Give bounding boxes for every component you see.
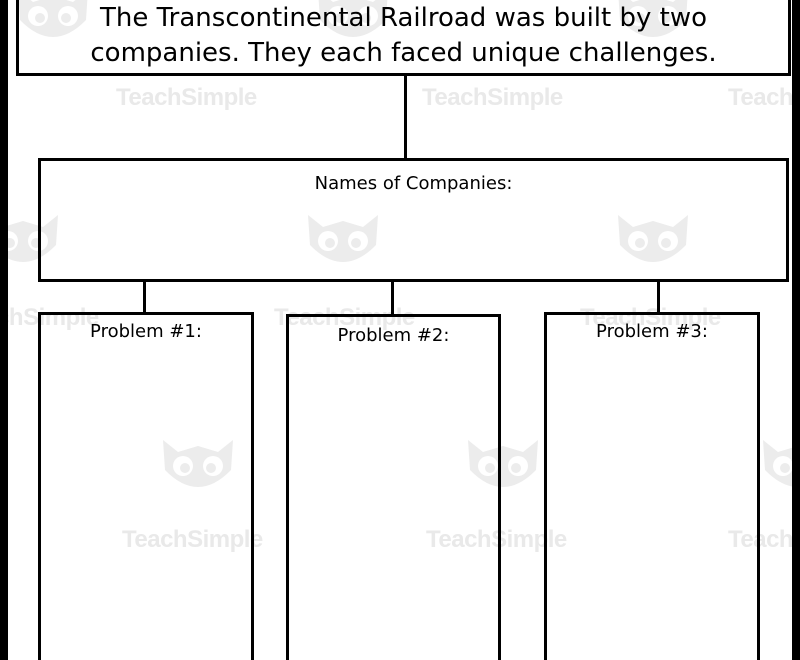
names-of-companies-label: Names of Companies: bbox=[314, 173, 513, 194]
problem-2-box[interactable]: Problem #2: bbox=[286, 314, 501, 660]
problem-3-label: Problem #3: bbox=[596, 321, 708, 342]
names-of-companies-box[interactable]: Names of Companies: bbox=[38, 158, 789, 282]
problem-3-box[interactable]: Problem #3: bbox=[544, 312, 760, 660]
title-line-2: companies. They each faced unique challe… bbox=[90, 38, 717, 68]
title-line-1: The Transcontinental Railroad was built … bbox=[99, 3, 707, 33]
connector-line bbox=[391, 280, 394, 314]
watermark-text: TeachSimple bbox=[422, 84, 563, 111]
problem-1-label: Problem #1: bbox=[90, 321, 202, 342]
problem-1-box[interactable]: Problem #1: bbox=[38, 312, 254, 660]
connector-line bbox=[143, 280, 146, 314]
connector-line bbox=[404, 74, 407, 160]
watermark-text: TeachSimple bbox=[728, 84, 792, 111]
connector-line bbox=[657, 280, 660, 314]
title-text: The Transcontinental Railroad was built … bbox=[79, 1, 729, 71]
problem-2-label: Problem #2: bbox=[337, 325, 450, 346]
watermark-text: TeachSimple bbox=[116, 84, 257, 111]
worksheet: TeachSimple TeachSimple TeachSimple Teac… bbox=[8, 0, 792, 660]
title-box: The Transcontinental Railroad was built … bbox=[16, 0, 791, 76]
